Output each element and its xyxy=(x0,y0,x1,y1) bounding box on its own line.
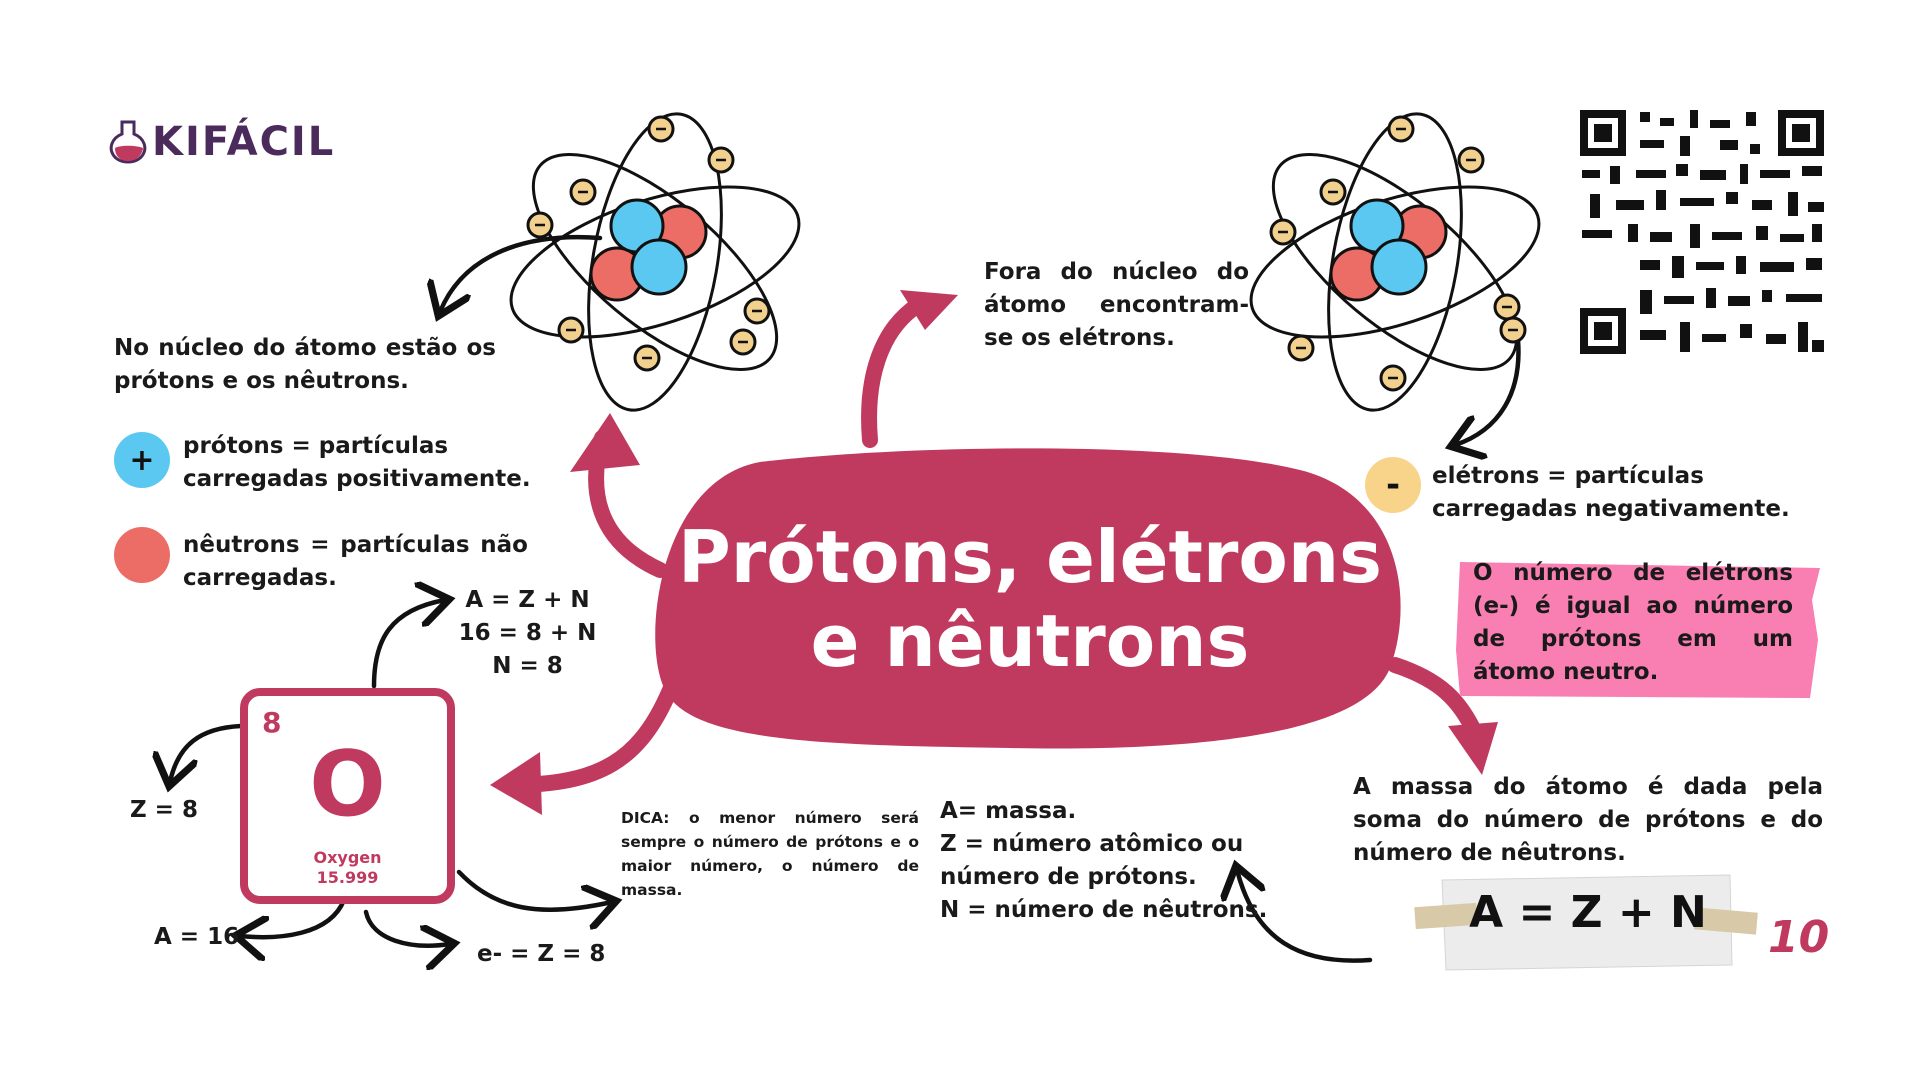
atom-right xyxy=(1249,112,1541,412)
e-label: e- = Z = 8 xyxy=(477,941,606,967)
element-mass: 15.999 xyxy=(316,868,379,887)
neutron-text: nêutrons = partículas não carregadas. xyxy=(183,532,528,591)
calc-line3: N = 8 xyxy=(492,653,563,679)
outside-text: Fora do núcleo do átomo encontram-se os … xyxy=(984,259,1249,351)
definitions: A= massa. Z = número atômico ou número d… xyxy=(940,795,1340,927)
definition-n: N = número de nêutrons. xyxy=(940,897,1268,923)
page-title-line1: Prótons, elétrons xyxy=(677,515,1382,599)
page-title-line2: e nêutrons xyxy=(810,599,1250,683)
title-blob xyxy=(655,448,1401,749)
calc-line2: 16 = 8 + N xyxy=(458,620,597,646)
mass-calc: A = Z + N 16 = 8 + N N = 8 xyxy=(440,584,615,683)
proton-symbol: + xyxy=(129,442,155,478)
calc-line1: A = Z + N xyxy=(465,587,590,613)
flask-icon xyxy=(109,120,147,164)
tip-text: DICA: o menor número será sempre o númer… xyxy=(621,809,919,899)
a-label: A = 16 xyxy=(154,924,240,950)
electron-dot: - xyxy=(1365,457,1421,513)
proton-dot: + xyxy=(114,432,170,488)
page-number: 10 xyxy=(1768,912,1830,963)
brand-logo[interactable]: KIFÁCIL xyxy=(106,118,335,166)
formula-label: A = Z + N xyxy=(1469,887,1707,938)
qr-code-icon xyxy=(1578,108,1826,356)
pink-note-bg xyxy=(1456,562,1820,698)
element-number: 8 xyxy=(262,706,282,739)
definition-z: Z = número atômico ou número de prótons. xyxy=(940,831,1244,890)
page-title: Prótons, elétrons e nêutrons xyxy=(660,515,1400,683)
definition-a: A= massa. xyxy=(940,798,1077,824)
neutron-dot xyxy=(114,527,170,583)
z-label: Z = 8 xyxy=(130,797,198,823)
pink-note: O número de elétrons (e-) é igual ao núm… xyxy=(1473,560,1793,685)
electron-symbol: - xyxy=(1385,465,1401,505)
proton-text: prótons = partículas carregadas positiva… xyxy=(183,433,531,492)
element-symbol: O xyxy=(309,732,386,837)
formula-paper xyxy=(1414,874,1758,971)
atom-left xyxy=(509,112,801,412)
nucleus-text: No núcleo do átomo estão os prótons e os… xyxy=(114,335,496,394)
brand-arrowheads xyxy=(490,290,1498,815)
element-box xyxy=(240,688,455,904)
electron-text: elétrons = partículas carregadas negativ… xyxy=(1432,463,1790,522)
element-name: Oxygen xyxy=(313,848,382,867)
mass-text: A massa do átomo é dada pela soma do núm… xyxy=(1353,774,1823,866)
black-arrows xyxy=(170,234,1521,960)
logo-text: KIFÁCIL xyxy=(152,119,336,165)
